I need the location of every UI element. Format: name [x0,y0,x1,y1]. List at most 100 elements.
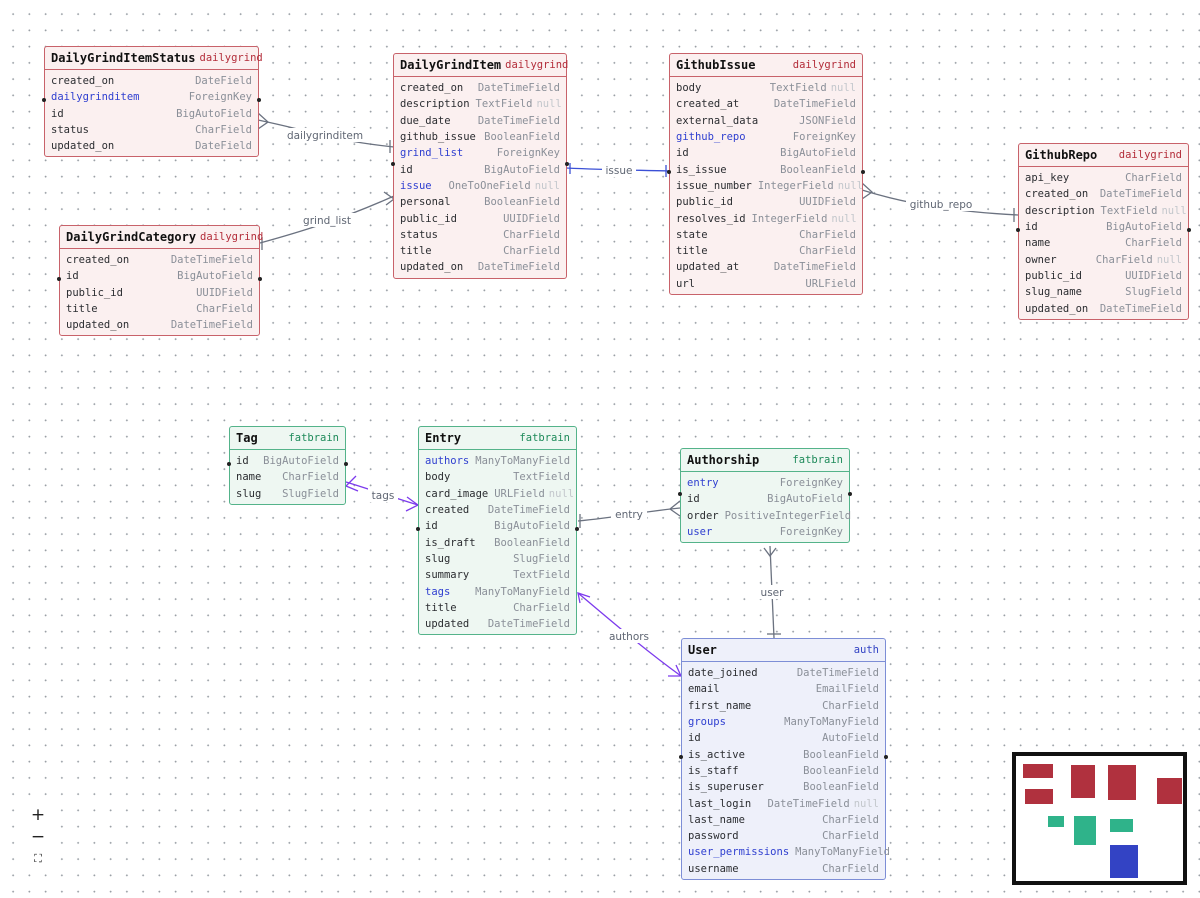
connection-handle-left[interactable] [678,492,682,497]
field-type: BigAutoField [1106,221,1182,234]
field-type: DateTimeField [477,261,560,274]
field-type: CharField [822,830,879,843]
field-name: body [676,82,702,95]
field-name: id [1025,221,1038,234]
field-name: tags [425,585,451,598]
field-type: CharField [503,228,560,241]
field-name: issue [400,179,432,192]
connection-handle-right[interactable] [861,170,865,175]
edge-issue[interactable]: issue [565,163,671,177]
connection-handle-left[interactable] [391,162,395,167]
field-type: CharField [1095,253,1153,266]
connection-handle-left[interactable] [416,527,420,532]
field-name: public_id [676,196,733,209]
field-null-flag: null [1156,253,1182,266]
edge-label-tags: tags [372,490,395,502]
connection-handle-left[interactable] [679,755,683,760]
field-type: URLField [805,277,856,290]
field-type: ForeignKey [496,147,560,160]
connection-handle-left[interactable] [227,461,231,466]
field-type: BooleanField [484,131,560,144]
field-type: BigAutoField [263,455,339,468]
field-type-group: CharField [816,700,879,712]
minimap-node-dailygrinditem [1071,765,1095,798]
edge-authors[interactable]: authors [577,592,683,677]
connection-handle-left[interactable] [1016,227,1020,232]
field-name: due_date [400,114,451,127]
connection-handle-left[interactable] [57,277,61,282]
connection-handle-right[interactable] [258,277,262,282]
edge-dailygrinditem[interactable]: dailygrinditem [257,112,395,153]
field-name: card_image [425,487,489,500]
model-name: Tag [236,431,258,445]
edge-user[interactable]: user [758,545,788,639]
edge-github_repo[interactable]: github_repo [861,182,1019,222]
field-name: public_id [1025,269,1082,282]
field-type: DateTimeField [170,319,253,332]
zoom-out-button[interactable]: − [30,827,46,847]
connection-handle-right[interactable] [565,162,569,167]
field-name: slug [236,487,262,500]
connection-handle-right[interactable] [575,527,579,532]
edge-entry[interactable]: entry [577,500,681,528]
connection-handle-left[interactable] [667,170,671,175]
field-type-group: BooleanField [797,781,879,793]
field-name: id [676,147,689,160]
edge-tags[interactable]: tags [344,475,420,512]
field-name: id [236,455,249,468]
field-type-group: BigAutoField [171,270,253,282]
field-name: updated [425,618,470,631]
fit-view-button[interactable]: ⛶ [34,852,42,865]
connection-handle-right[interactable] [848,492,852,497]
minimap[interactable] [1012,752,1187,885]
edge-grind_list[interactable]: grind_list [259,191,396,250]
field-name: created [425,504,470,517]
connection-handle-right[interactable] [884,755,888,760]
field-type: DateField [195,75,252,88]
field-name: personal [400,196,451,209]
connection-handle-right[interactable] [344,461,348,466]
model-name: Entry [425,431,462,445]
connection-handle-left[interactable] [42,98,46,103]
zoom-in-button[interactable]: + [30,805,46,825]
connection-handle-right[interactable] [1187,227,1191,232]
model-name: User [688,643,717,657]
field-type: OneToOneField [448,179,531,192]
connection-handle-right[interactable] [257,98,261,103]
field-type: DateTimeField [1099,302,1182,315]
